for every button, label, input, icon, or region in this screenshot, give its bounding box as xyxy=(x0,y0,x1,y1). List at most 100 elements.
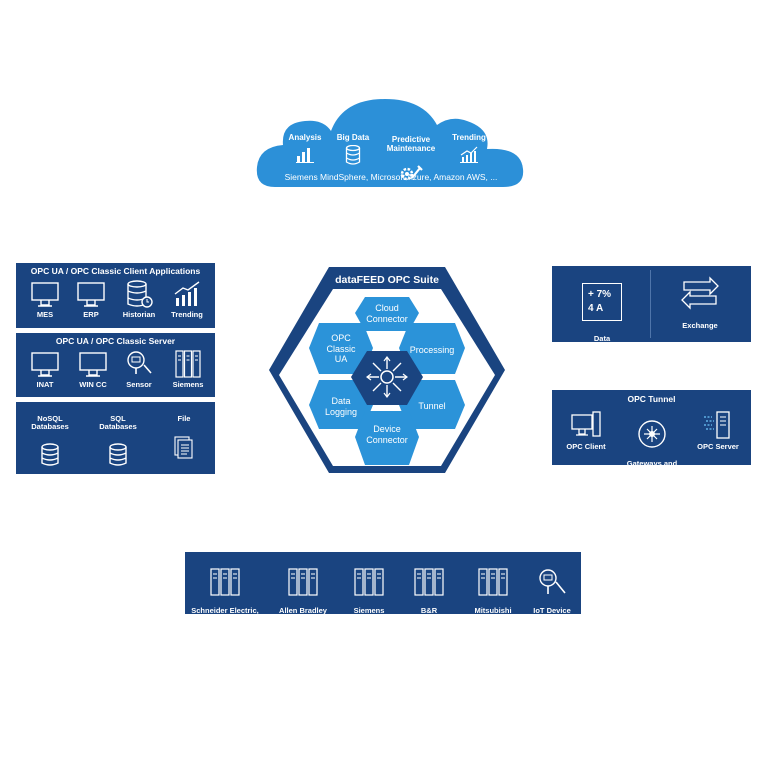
item-label: Data Preprocessing xyxy=(575,334,629,352)
device-mitsubishi: Mitsubishi xyxy=(461,558,525,624)
item-label: MES xyxy=(36,310,54,319)
cloud-item-label: Analysis xyxy=(288,133,322,142)
item-label: WIN CC xyxy=(79,380,107,389)
cloud-platforms-text: Siemens MindSphere, Microsoft Azure, Ama… xyxy=(284,172,498,182)
panel-title: OPC Tunnel xyxy=(627,394,676,404)
item-exchange: Exchange xyxy=(652,274,748,331)
hex-label-cloud-connector: Cloud Connector xyxy=(366,303,408,324)
item-gateways-firewalls: Gateways and Firewalls xyxy=(618,409,686,486)
cloud-item-predictive-maintenance: Predictive Maintenance xyxy=(379,126,443,191)
item-file: File TXT, HTML, XML xyxy=(156,406,212,504)
item-siemens: Siemens xyxy=(164,349,212,390)
hex-opc-classic-ua xyxy=(309,323,373,374)
hex-label-logging: Data Logging xyxy=(324,396,358,417)
bar-chart-icon xyxy=(296,148,314,163)
item-wincc: WIN CC xyxy=(68,349,118,390)
calc-line-2: 4 A xyxy=(588,302,604,314)
item-label: Gateways and Firewalls xyxy=(626,459,678,477)
device-br: B&R X20CP1483 xyxy=(395,558,463,633)
opc-tunnel-panel: OPC Tunnel OPC Client Gateways and Firew… xyxy=(552,390,751,476)
item-mes: MES xyxy=(22,279,68,320)
item-label: Schneider Electric, WAGO, Phoenix xyxy=(191,606,259,624)
gateway-hub-icon xyxy=(638,419,666,448)
item-label: Siemens S7-1500 xyxy=(353,606,385,624)
item-header: File xyxy=(177,413,191,423)
hex-data-logging xyxy=(309,380,373,429)
device-allen-bradley: Allen Bradley Logix 5583E xyxy=(265,558,341,633)
panel-divider xyxy=(650,270,651,338)
server-tower-icon xyxy=(704,411,730,439)
cloud-item-label: Trending xyxy=(452,133,486,142)
item-label: Siemens xyxy=(172,380,204,389)
plc-rack-icon xyxy=(175,350,201,378)
panel-title: OPC UA / OPC Classic Server xyxy=(55,336,176,346)
item-sensor: Sensor xyxy=(116,349,162,390)
trending-chart-icon xyxy=(174,281,200,306)
exchange-arrows-icon xyxy=(681,276,719,310)
monitor-icon xyxy=(79,352,107,377)
item-nosql: NoSQL Databases Mongo DB, Couch DB xyxy=(20,406,80,503)
plc-rack-icon xyxy=(414,567,444,596)
plc-rack-icon xyxy=(288,567,318,596)
device-schneider: Schneider Electric, WAGO, Phoenix xyxy=(187,558,263,633)
hex-tunnel xyxy=(399,380,465,429)
cloud-platforms-group: Analysis Big Data Predictive Maintenance… xyxy=(255,95,527,190)
item-historian: Historian xyxy=(114,279,164,320)
opc-suite-diagram: dataFEED OPC Suite Cloud Connector OPC C… xyxy=(269,265,505,475)
wrench-gear-icon xyxy=(400,165,423,181)
item-label: Historian xyxy=(122,310,156,319)
monitor-icon xyxy=(31,282,59,307)
classic-server-panel: OPC UA / OPC Classic Server INAT WIN CC … xyxy=(16,333,215,397)
item-label: B&R X20CP1483 xyxy=(408,606,450,624)
panel-title: OPC UA / OPC Classic Client Applications xyxy=(30,266,201,276)
item-label: Mongo DB, Couch DB xyxy=(30,476,70,494)
item-label: IoT Device xyxy=(533,606,571,615)
device-siemens: Siemens S7-1500 xyxy=(337,558,401,633)
item-label: Allen Bradley Logix 5583E xyxy=(279,606,327,624)
cloud-item-analysis: Analysis xyxy=(277,133,333,163)
monitor-icon xyxy=(31,352,59,377)
item-label: OPC Client xyxy=(566,442,606,451)
item-label: TXT, HTML, XML xyxy=(163,477,205,495)
plc-rack-icon xyxy=(478,567,508,596)
cloud-item-label: Predictive Maintenance xyxy=(386,135,436,153)
hex-label-processing: Processing xyxy=(409,345,455,355)
device-iot: IoT Device xyxy=(523,558,581,624)
processing-panel: + 7% 4 A Data Preprocessing Exchange xyxy=(552,266,751,351)
document-stack-icon xyxy=(174,435,193,459)
database-icon xyxy=(41,443,59,466)
sensor-icon xyxy=(127,351,152,374)
hex-center xyxy=(351,351,423,405)
hex-label-opc: OPC Classic UA xyxy=(326,333,356,364)
cloud-item-trending: Trending xyxy=(441,133,497,163)
item-label: OPC Server xyxy=(697,442,739,451)
item-label: Sensor xyxy=(126,380,152,389)
hex-cloud-connector xyxy=(355,297,419,331)
item-header: SQL Databases xyxy=(99,413,137,431)
iot-sensor-icon xyxy=(539,568,566,594)
database-icon xyxy=(345,145,361,165)
plc-rack-icon xyxy=(354,567,384,596)
item-label: Exchange xyxy=(682,321,718,330)
monitor-tower-icon xyxy=(571,411,601,437)
item-data-preprocessing: + 7% 4 A Data Preprocessing xyxy=(554,274,650,361)
client-applications-panel: OPC UA / OPC Classic Client Applications… xyxy=(16,263,215,328)
item-opc-client: OPC Client xyxy=(556,409,616,452)
plc-rack-icon xyxy=(210,567,240,596)
item-trending: Trending xyxy=(162,279,212,320)
hex-modules xyxy=(309,297,465,465)
devices-panel: Schneider Electric, WAGO, Phoenix Allen … xyxy=(185,552,581,623)
trending-chart-icon xyxy=(460,146,478,163)
hub-arrows-icon xyxy=(366,356,408,398)
database-clock-icon xyxy=(127,280,153,308)
item-label: Mitsubishi xyxy=(474,606,512,615)
item-opc-server: OPC Server xyxy=(688,409,748,452)
item-inat: INAT xyxy=(22,349,68,390)
suite-title: dataFEED OPC Suite xyxy=(335,274,439,286)
calc-line-1: + 7% xyxy=(588,288,612,300)
cloud-item-big-data: Big Data xyxy=(325,133,381,165)
hex-label-device-connector: Device Connector xyxy=(366,424,408,445)
item-sql: SQL Databases MySQL, Oracle, Microsoft-S… xyxy=(84,406,152,503)
hex-device-connector xyxy=(355,411,419,465)
hex-processing xyxy=(399,323,465,374)
